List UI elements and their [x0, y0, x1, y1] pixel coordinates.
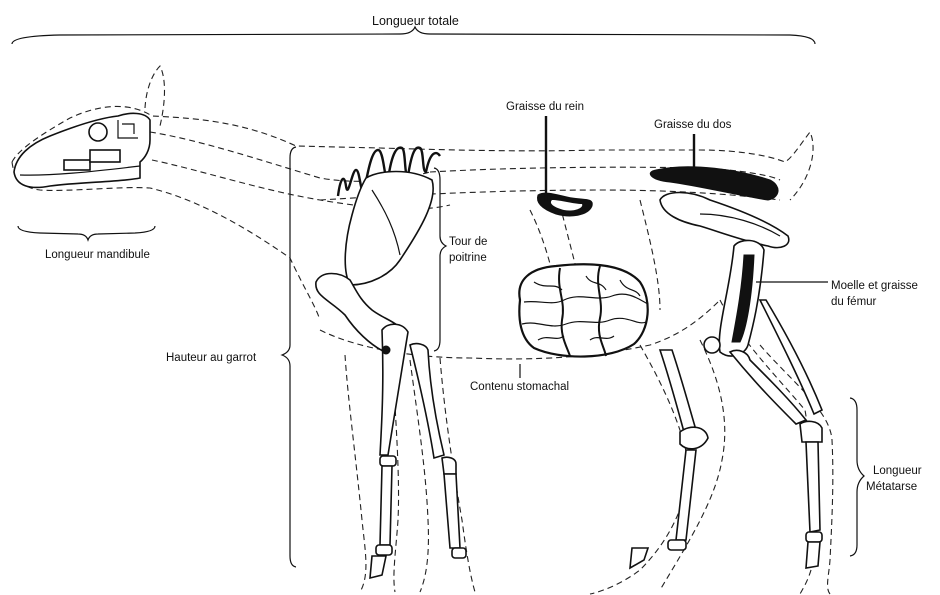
label-mandible-length: Longueur mandibule [45, 249, 150, 261]
label-metatarsal-line2: Métatarse [866, 481, 917, 493]
label-marrow-line2: du fémur [831, 296, 877, 308]
chest-girth-bracket [434, 168, 446, 351]
label-chest-girth-line2: poitrine [449, 252, 487, 264]
label-total-length: Longueur totale [372, 14, 459, 28]
front-leg-bones [316, 172, 466, 579]
label-metatarsal-line1: Longueur [873, 465, 922, 477]
label-kidney-fat: Graisse du rein [506, 101, 584, 113]
label-back-fat: Graisse du dos [654, 119, 732, 131]
hind-leg-bones [630, 193, 822, 569]
stomach-shape [519, 264, 648, 356]
kidney-fat-shape [537, 116, 592, 216]
skull [14, 113, 150, 187]
label-withers-height: Hauteur au garrot [166, 352, 257, 364]
label-chest-girth-line1: Tour de [449, 236, 487, 248]
mandible-length-bracket [18, 226, 155, 240]
label-marrow-line1: Moelle et graisse [831, 280, 918, 292]
back-fat-shape [650, 134, 778, 200]
metatarsal-length-bracket [850, 398, 864, 556]
total-length-bracket [12, 27, 815, 44]
label-stomach-contents: Contenu stomachal [470, 381, 569, 393]
withers-height-bracket [282, 147, 296, 567]
